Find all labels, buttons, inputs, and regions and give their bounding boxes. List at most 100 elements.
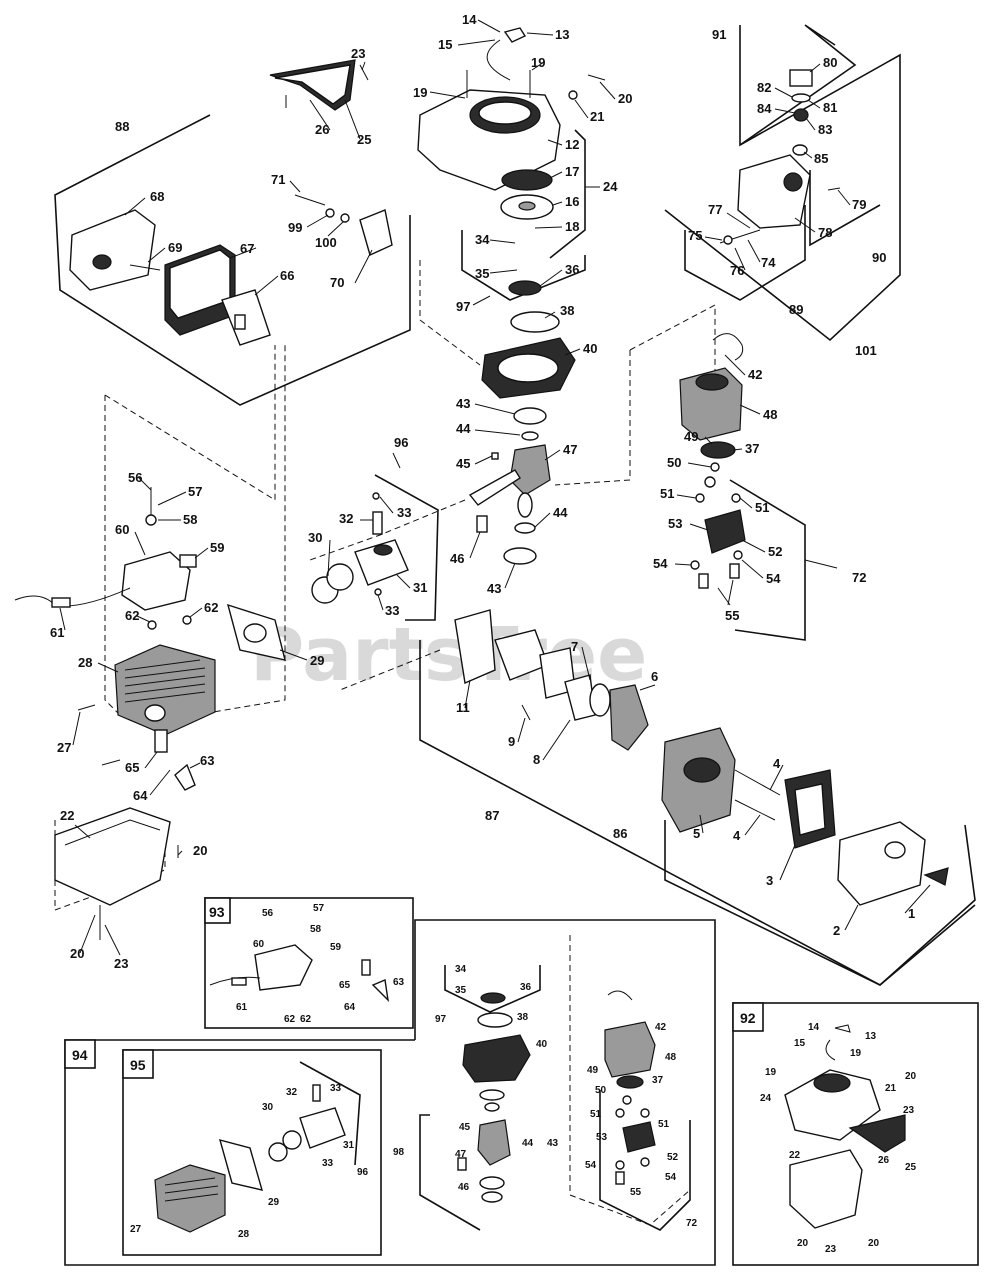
callout-69: 69 — [168, 240, 182, 255]
callout-12: 12 — [565, 137, 579, 152]
callout-91: 91 — [712, 27, 726, 42]
box92-callout-21: 21 — [885, 1083, 897, 1094]
callout-68: 68 — [150, 189, 164, 204]
callout-54a: 54 — [653, 556, 668, 571]
callout-78: 78 — [818, 225, 832, 240]
fuel-tank-group — [719, 69, 841, 245]
callout-82: 82 — [757, 80, 771, 95]
ignition-group — [14, 487, 197, 791]
callout-77: 77 — [708, 202, 722, 217]
callout-97: 97 — [456, 299, 470, 314]
box-92: 92 14 13 15 19 19 20 21 24 23 26 25 22 2… — [732, 1002, 979, 1266]
box94-callout-35: 35 — [455, 985, 467, 996]
callout-14: 14 — [462, 12, 477, 27]
callout-84: 84 — [757, 101, 772, 116]
callout-26: 26 — [315, 122, 329, 137]
box94-callout-98: 98 — [393, 1147, 405, 1158]
callout-50: 50 — [667, 455, 681, 470]
muffler-bracket — [359, 209, 393, 256]
callout-23a: 23 — [351, 46, 365, 61]
box93-callout-61: 61 — [236, 1002, 248, 1013]
callout-43b: 43 — [487, 581, 501, 596]
box92-callout-20b: 20 — [797, 1238, 809, 1249]
callout-24: 24 — [603, 179, 618, 194]
callout-54b: 54 — [766, 571, 781, 586]
callout-15: 15 — [438, 37, 452, 52]
box92-callout-23: 23 — [903, 1105, 915, 1116]
box93-callout-65: 65 — [339, 980, 351, 991]
callout-100: 100 — [315, 235, 337, 250]
callout-83: 83 — [818, 122, 832, 137]
box95-callout-33a: 33 — [330, 1083, 342, 1094]
callout-31: 31 — [413, 580, 427, 595]
callout-4b: 4 — [733, 828, 741, 843]
cylinder-group — [77, 492, 409, 766]
callout-59: 59 — [210, 540, 224, 555]
callout-51b: 51 — [755, 500, 769, 515]
fuel-cap — [789, 69, 813, 87]
piston — [354, 539, 409, 586]
box-93: 93 56 57 58 59 60 61 62 62 63 64 65 — [204, 897, 414, 1029]
box95-callout-28: 28 — [238, 1229, 250, 1240]
bracket-88 — [54, 114, 411, 406]
box94-callout-52: 52 — [667, 1152, 679, 1163]
box92-callout-25: 25 — [905, 1162, 917, 1173]
callout-51a: 51 — [660, 486, 674, 501]
box94-callout-49: 49 — [587, 1065, 599, 1076]
callout-30: 30 — [308, 530, 322, 545]
callout-88: 88 — [115, 119, 129, 134]
assembly-brackets — [54, 24, 976, 986]
callout-9: 9 — [508, 734, 515, 749]
callout-65: 65 — [125, 760, 139, 775]
carburetor-group — [454, 609, 949, 906]
wrist-pin — [372, 511, 383, 535]
box94-callout-42: 42 — [655, 1022, 667, 1033]
callout-71: 71 — [271, 172, 285, 187]
box94-callout-50: 50 — [595, 1085, 607, 1096]
box92-callout-23b: 23 — [825, 1244, 837, 1255]
callout-42: 42 — [748, 367, 762, 382]
box92-callout-13: 13 — [865, 1031, 877, 1042]
box94-callout-45: 45 — [459, 1122, 471, 1133]
callout-101: 101 — [855, 343, 877, 358]
callout-4a: 4 — [773, 756, 781, 771]
callout-2: 2 — [833, 923, 840, 938]
muffler-gasket — [221, 289, 271, 346]
callout-28: 28 — [78, 655, 92, 670]
callout-6: 6 — [651, 669, 658, 684]
callout-44a: 44 — [456, 421, 471, 436]
callout-11: 11 — [456, 700, 470, 715]
cover-knob — [923, 867, 949, 886]
callout-25: 25 — [357, 132, 371, 147]
box-95: 95 27 28 29 30 31 32 33 33 96 — [122, 1049, 382, 1256]
bracket-91 — [739, 24, 857, 147]
bracket-96 — [374, 474, 439, 621]
box-92-label: 92 — [740, 1010, 756, 1026]
retaining-ring — [712, 333, 744, 361]
bracket-101 — [664, 53, 901, 342]
callout-18: 18 — [565, 219, 579, 234]
box95-callout-27: 27 — [130, 1224, 142, 1235]
callout-38: 38 — [560, 303, 574, 318]
box92-callout-26: 26 — [878, 1155, 890, 1166]
callout-80: 80 — [823, 55, 837, 70]
callout-72: 72 — [852, 570, 866, 585]
callout-23b: 23 — [114, 956, 128, 971]
callout-33b: 33 — [385, 603, 399, 618]
box94-callout-44: 44 — [522, 1138, 534, 1149]
box-95-label: 95 — [130, 1057, 146, 1073]
spark-plug-boot — [174, 763, 196, 791]
callout-76: 76 — [730, 263, 744, 278]
callout-75: 75 — [688, 228, 702, 243]
callout-74: 74 — [761, 255, 776, 270]
callout-87: 87 — [485, 808, 499, 823]
callout-3: 3 — [766, 873, 773, 888]
box94-callout-40: 40 — [536, 1039, 548, 1050]
callout-37: 37 — [745, 441, 759, 456]
callout-85: 85 — [814, 151, 828, 166]
clutch-shoe — [704, 509, 746, 554]
box92-callout-15: 15 — [794, 1038, 806, 1049]
box92-callout-19a: 19 — [765, 1067, 777, 1078]
carb-gasket-11 — [454, 609, 496, 685]
box95-callout-96: 96 — [357, 1167, 369, 1178]
